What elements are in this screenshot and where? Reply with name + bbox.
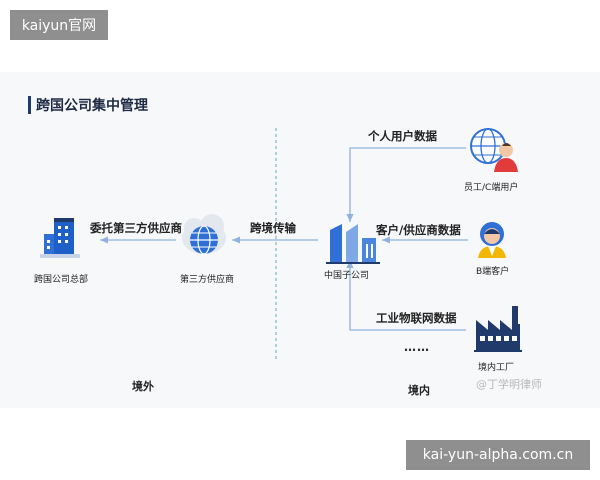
node-label-hq: 跨国公司总部 bbox=[34, 275, 89, 285]
top-banner: kaiyun官网 bbox=[10, 10, 108, 40]
title-accent-bar bbox=[28, 96, 31, 114]
bottom-banner: kai-yun-alpha.com.cn bbox=[406, 440, 590, 470]
node-label-factory: 境内工厂 bbox=[478, 363, 515, 373]
node-label-supplier: 第三方供应商 bbox=[180, 275, 235, 285]
factory-icon bbox=[474, 306, 522, 352]
globe-user-icon bbox=[470, 128, 518, 172]
edge-iot bbox=[346, 260, 466, 331]
watermark: @丁学明律师 bbox=[476, 378, 542, 391]
edge-label-hq-supplier: 委托第三方供应商 bbox=[90, 221, 182, 235]
node-label-employee: 员工/C端用户 bbox=[464, 183, 519, 193]
node-label-b2b: B端客户 bbox=[476, 267, 510, 277]
customer-avatar-icon bbox=[478, 222, 506, 258]
buildings-icon bbox=[326, 224, 380, 264]
diagram-title: 跨国公司集中管理 bbox=[36, 98, 148, 114]
node-label-subsidiary: 中国子公司 bbox=[324, 271, 370, 281]
edge-personal bbox=[346, 147, 466, 222]
edge-label-personal: 个人用户数据 bbox=[368, 129, 437, 143]
edge-label-customer: 客户/供应商数据 bbox=[376, 223, 461, 237]
zone-inside: 境内 bbox=[408, 384, 430, 397]
more-ellipsis: …… bbox=[404, 340, 430, 354]
edge-label-crossborder: 跨境传输 bbox=[250, 221, 296, 235]
cloud-globe-icon bbox=[182, 214, 226, 255]
office-building-icon bbox=[40, 218, 80, 258]
edge-label-iot: 工业物联网数据 bbox=[376, 311, 457, 325]
zone-outside: 境外 bbox=[132, 380, 154, 393]
